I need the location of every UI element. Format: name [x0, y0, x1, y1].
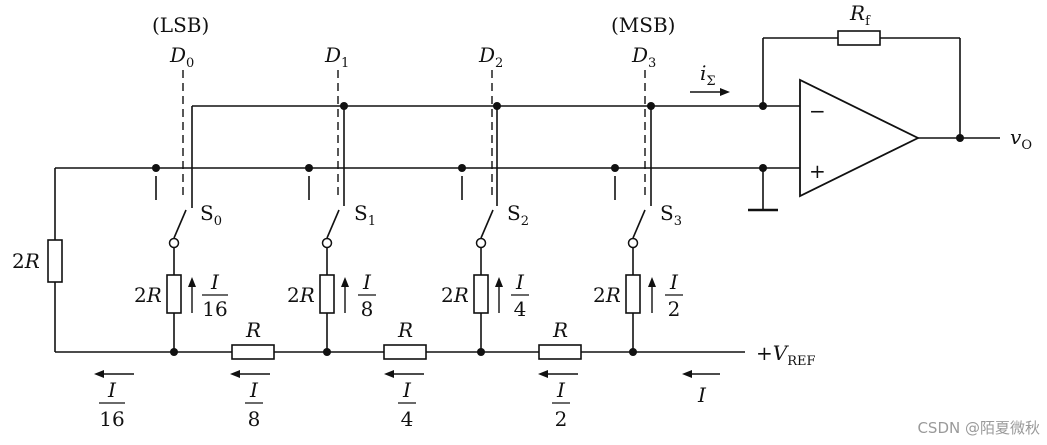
resistor-r-a — [231, 344, 275, 360]
resistor-2r-1 — [319, 274, 335, 314]
resistor-2r-2 — [473, 274, 489, 314]
switch-contact-s1 — [321, 237, 333, 249]
branch3-denominator: 2 — [668, 297, 681, 321]
branch2-numerator: I — [515, 270, 525, 294]
label-s1: S1 — [354, 201, 376, 229]
label-lsb: (LSB) — [152, 13, 209, 37]
bottom3-numerator: I — [556, 378, 566, 402]
op-amp: − + — [799, 78, 921, 198]
fraction-bars — [99, 294, 683, 404]
bottom2-numerator: I — [402, 378, 412, 402]
op-amp-minus-sign: − — [809, 99, 826, 123]
label-i-sigma: iΣ — [700, 61, 716, 89]
branch2-denominator: 4 — [514, 297, 527, 321]
bottom2-denominator: 4 — [401, 407, 414, 431]
label-r-c: R — [552, 318, 568, 342]
bottom-total-current: I — [697, 383, 707, 407]
branch0-denominator: 16 — [202, 297, 227, 321]
label-d2: D2 — [478, 43, 503, 71]
watermark: CSDN @陌夏微秋 — [917, 419, 1040, 437]
label-rf: Rf — [849, 1, 871, 29]
current-arrows — [94, 88, 730, 378]
control-dashed-lines — [182, 70, 646, 200]
op-amp-plus-sign: + — [809, 159, 826, 183]
label-r-b: R — [397, 318, 413, 342]
branch0-numerator: I — [210, 270, 220, 294]
label-d3: D3 — [631, 43, 656, 71]
labels: (LSB) (MSB) D0 D1 D2 D3 S0 S1 S2 S3 Rf i… — [12, 1, 1032, 431]
resistor-2r-0 — [166, 274, 182, 314]
wires — [54, 37, 1000, 353]
label-2r-3: 2R — [593, 283, 621, 307]
label-2r-2: 2R — [441, 283, 469, 307]
bottom1-denominator: 8 — [248, 407, 261, 431]
label-r-a: R — [245, 318, 261, 342]
resistor-2r-left — [47, 239, 63, 283]
label-d0: D0 — [169, 43, 194, 71]
op-amp-triangle — [799, 78, 921, 198]
branch1-numerator: I — [362, 270, 372, 294]
label-msb: (MSB) — [611, 13, 675, 37]
bottom3-denominator: 2 — [555, 407, 568, 431]
label-s3: S3 — [660, 201, 682, 229]
branch3-numerator: I — [669, 270, 679, 294]
label-d1: D1 — [324, 43, 349, 71]
resistor-rf — [837, 30, 881, 46]
junction-dots — [152, 102, 964, 356]
label-s2: S2 — [507, 201, 529, 229]
label-vref: +VREF — [756, 341, 816, 369]
resistor-r-c — [538, 344, 582, 360]
switch-contact-s2 — [475, 237, 487, 249]
label-2r-0: 2R — [134, 283, 162, 307]
label-vo: vO — [1010, 125, 1032, 153]
bottom1-numerator: I — [249, 378, 259, 402]
switch-contacts — [168, 237, 639, 249]
resistors — [47, 30, 881, 360]
branch1-denominator: 8 — [361, 297, 374, 321]
switch-contact-s3 — [627, 237, 639, 249]
label-2r-left: 2R — [12, 249, 40, 273]
label-2r-1: 2R — [287, 283, 315, 307]
resistor-r-b — [383, 344, 427, 360]
label-s0: S0 — [200, 201, 222, 229]
switch-contact-s0 — [168, 237, 180, 249]
bottom0-numerator: I — [107, 378, 117, 402]
resistor-2r-3 — [625, 274, 641, 314]
bottom0-denominator: 16 — [99, 407, 124, 431]
